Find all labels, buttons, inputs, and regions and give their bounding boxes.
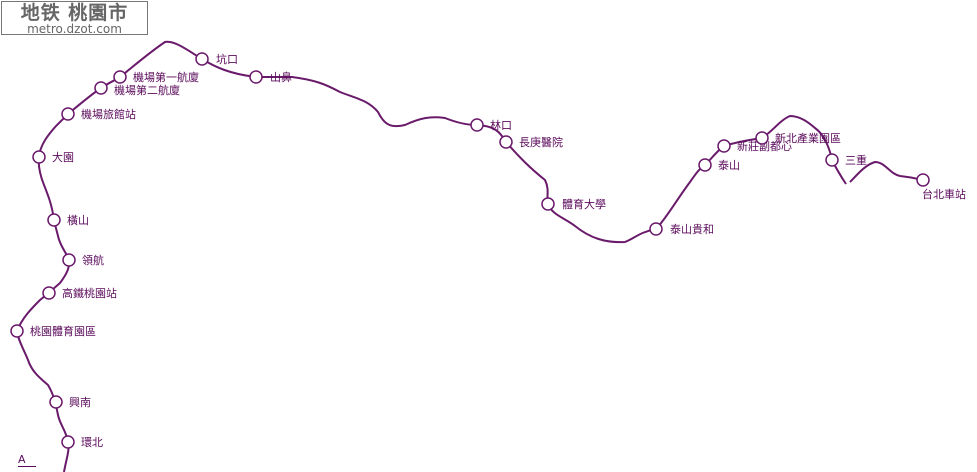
station-marker[interactable]	[47, 213, 61, 227]
metro-line-route	[15, 40, 924, 472]
station[interactable]: 泰山	[698, 158, 740, 172]
station-marker[interactable]	[249, 70, 263, 84]
station[interactable]: 林口	[470, 118, 512, 132]
station-label[interactable]: 泰山	[718, 158, 740, 172]
station[interactable]: 桃園體育園區	[10, 324, 96, 338]
station-label[interactable]: 高鐵桃園站	[62, 286, 117, 300]
station[interactable]: 機場旅館站	[61, 107, 136, 121]
station-marker[interactable]	[49, 395, 63, 409]
station[interactable]: 大園	[32, 150, 74, 164]
station[interactable]: 新北產業園區	[755, 131, 841, 145]
station-marker[interactable]	[62, 253, 76, 267]
station[interactable]: 長庚醫院	[499, 135, 563, 149]
station-label[interactable]: 體育大學	[562, 197, 606, 211]
station-marker[interactable]	[113, 70, 127, 84]
line-marker: A	[18, 454, 36, 467]
station[interactable]: 體育大學	[541, 197, 606, 211]
station[interactable]: 新莊副都心	[717, 139, 792, 153]
station[interactable]: 高鐵桃園站	[42, 286, 117, 300]
station-marker[interactable]	[10, 324, 24, 338]
station-marker[interactable]	[499, 135, 513, 149]
station-marker[interactable]	[916, 173, 930, 187]
station[interactable]: 環北	[61, 435, 103, 449]
site-url[interactable]: metro.dzot.com	[27, 22, 122, 36]
station-label[interactable]: 山鼻	[270, 70, 292, 84]
station-label[interactable]: 橫山	[67, 213, 89, 227]
station-label[interactable]: 環北	[81, 436, 103, 449]
station-label[interactable]: 大園	[52, 150, 74, 164]
station-marker[interactable]	[755, 131, 769, 145]
station-label[interactable]: 桃園體育園區	[30, 324, 96, 338]
station-marker[interactable]	[717, 139, 731, 153]
station-marker[interactable]	[698, 158, 712, 172]
station[interactable]: 坑口	[195, 52, 238, 66]
station-label[interactable]: 坑口	[216, 52, 238, 66]
station[interactable]: 橫山	[47, 213, 89, 227]
station-label[interactable]: 機場第一航廈	[133, 70, 199, 84]
site-logo[interactable]: 地铁 桃園市 metro.dzot.com	[1, 1, 148, 35]
station-marker[interactable]	[541, 197, 555, 211]
station-marker[interactable]	[825, 153, 839, 167]
station-label[interactable]: 領航	[82, 253, 104, 267]
station[interactable]: 機場第一航廈	[113, 70, 199, 84]
station-label[interactable]: 林口	[490, 118, 512, 132]
station[interactable]: 機場第二航廈	[94, 81, 180, 97]
station-marker[interactable]	[32, 150, 46, 164]
station-label[interactable]: 興南	[69, 396, 91, 409]
station-label[interactable]: 泰山貴和	[670, 222, 714, 236]
station-marker[interactable]	[61, 435, 75, 449]
station[interactable]: 三重	[825, 153, 867, 167]
station[interactable]: 台北車站	[916, 173, 966, 201]
station-marker[interactable]	[470, 118, 484, 132]
station-label[interactable]: 新北產業園區	[775, 131, 841, 145]
station[interactable]: 領航	[62, 253, 104, 267]
station-marker[interactable]	[42, 286, 56, 300]
station-marker[interactable]	[195, 52, 209, 66]
station-label[interactable]: 機場旅館站	[81, 107, 136, 121]
station-label[interactable]: 長庚醫院	[519, 135, 563, 149]
station-label[interactable]: 台北車站	[922, 187, 966, 201]
station-label[interactable]: 機場第二航廈	[114, 83, 180, 97]
station[interactable]: 興南	[49, 395, 91, 409]
station-marker[interactable]	[649, 222, 663, 236]
station-marker[interactable]	[94, 81, 108, 95]
station-label[interactable]: 三重	[845, 153, 867, 167]
station[interactable]: 泰山貴和	[649, 222, 714, 236]
station-label[interactable]: 新莊副都心	[737, 139, 792, 153]
station-marker[interactable]	[61, 107, 75, 121]
map-title: 地铁 桃園市	[20, 2, 129, 24]
station[interactable]: 山鼻	[249, 70, 292, 84]
